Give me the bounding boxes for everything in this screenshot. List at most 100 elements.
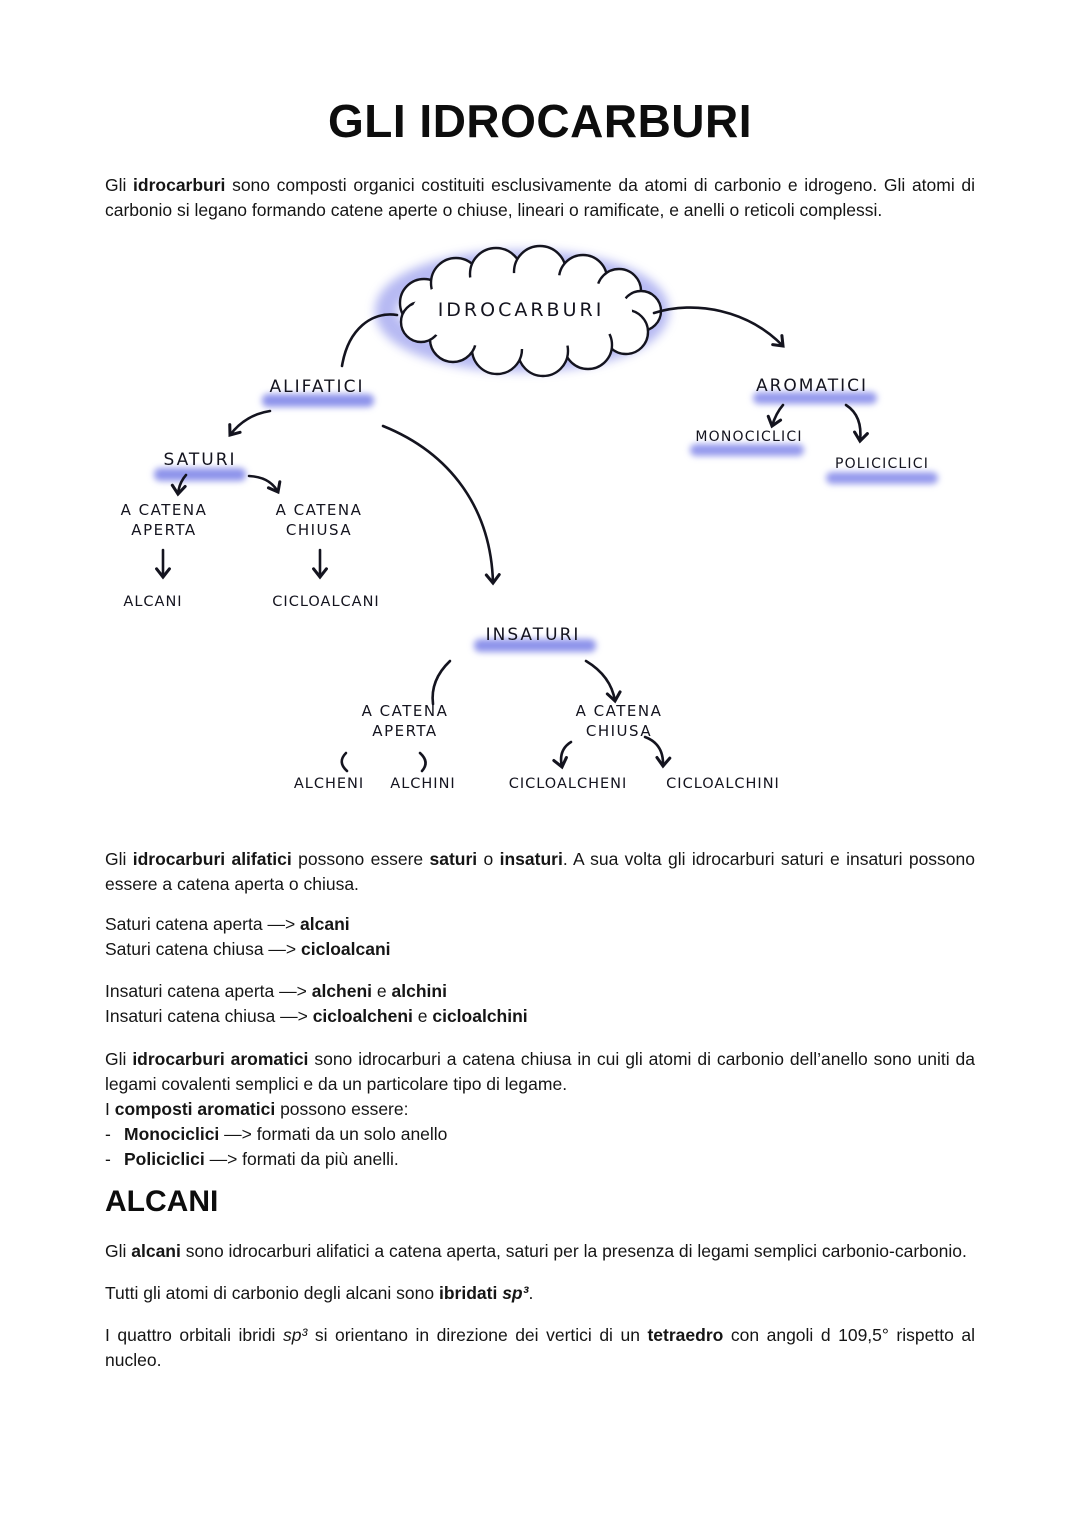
node-policiclici: POLICICLICI (834, 456, 930, 472)
line-cloud-to-alifatici (340, 313, 399, 368)
node-alchini: ALCHINI (390, 776, 456, 792)
composti-aromatici-line: I composti aromatici possono essere: (105, 1097, 975, 1122)
alcani-heading: ALCANI (105, 1185, 219, 1218)
text-segment: sono composti organici costituiti esclus… (105, 175, 975, 220)
text-segment: Saturi catena chiusa —> (105, 939, 302, 959)
text-segment-bold: ibridati (438, 1283, 503, 1303)
alcani-paragraph-3: I quattro orbitali ibridi sp³ si orienta… (105, 1323, 975, 1373)
text-segment: —> formati da più anelli. (204, 1149, 399, 1169)
line-insaturi-to-aperta2 (431, 659, 452, 706)
saturi-mapping-block: Saturi catena aperta —> alcani Saturi ca… (105, 912, 975, 962)
connector-lines (155, 306, 869, 773)
text-segment: sono idrocarburi alifatici a catena aper… (180, 1241, 967, 1261)
bullet-dash: - (105, 1149, 111, 1169)
text-segment-bold: Policiclici (124, 1149, 205, 1169)
insaturi-mapping-block: Insaturi catena aperta —> alcheni e alch… (105, 979, 975, 1029)
insaturi-chiusa-line: Insaturi catena chiusa —> cicloalcheni e… (105, 1004, 975, 1029)
text-segment-bold: alcani (300, 914, 350, 934)
hydrocarbons-concept-map: IDROCARBURI ALIFATICI AROMATICI MONOCICL… (0, 244, 1080, 828)
intro-paragraph: Gli idrocarburi sono composti organici c… (105, 173, 975, 223)
arrow-aromatici-to-policiclici (844, 403, 869, 444)
concept-map-drawing (154, 244, 938, 773)
text-segment: Gli (105, 849, 133, 869)
node-cicloalchini: CICLOALCHINI (666, 776, 780, 792)
text-segment-bold: alchini (391, 981, 447, 1001)
text-segment: . A sua volta gli idrocarburi saturi e i… (105, 849, 975, 894)
bullet-policiclici: - Policiclici —> formati da più anelli. (105, 1147, 975, 1172)
text-segment-bold: insaturi (499, 849, 563, 869)
text-segment-bold: saturi (429, 849, 478, 869)
text-segment: Gli (105, 1241, 132, 1261)
alifatici-paragraph: Gli idrocarburi alifatici possono essere… (105, 847, 975, 897)
arrow-saturi-to-chiusa (247, 474, 282, 495)
line-aperta2-to-alcheni (340, 751, 349, 773)
text-segment: sono idrocarburi a catena chiusa in cui … (105, 1049, 976, 1094)
text-segment-bold: alcani (131, 1241, 181, 1261)
cloud-shape (398, 244, 663, 378)
text-segment-bold: alcheni (311, 981, 373, 1001)
node-alcani: ALCANI (123, 594, 183, 610)
node-insaturi: INSATURI (485, 625, 581, 645)
text-segment: con angoli d 109,5° rispetto al nucleo. (105, 1325, 975, 1370)
node-catena-chiusa-insaturi: A CATENA CHIUSA (575, 702, 663, 740)
saturi-chiusa-line: Saturi catena chiusa —> cicloalcani (105, 937, 975, 962)
node-aromatici: AROMATICI (755, 376, 869, 396)
saturi-aperta-line: Saturi catena aperta —> alcani (105, 912, 975, 937)
bullet-text: Policiclici —> formati da più anelli. (124, 1147, 399, 1172)
text-segment: . (528, 1283, 534, 1303)
node-saturi: SATURI (163, 450, 237, 470)
text-segment-bold: Monociclici (124, 1124, 220, 1144)
text-segment: e (412, 1006, 433, 1026)
text-segment-bold: idrocarburi alifatici (132, 849, 292, 869)
text-segment: Gli (105, 175, 134, 195)
line-aperta2-to-alchini (418, 751, 427, 773)
bullet-dash: - (105, 1124, 111, 1144)
text-segment-bold: idrocarburi aromatici (132, 1049, 309, 1069)
text-segment-bold: cicloalcheni (312, 1006, 413, 1026)
text-segment: Gli (105, 1049, 133, 1069)
text-segment: o (477, 849, 500, 869)
arrow-insaturi-to-chiusa2 (584, 659, 622, 704)
node-idrocarburi: IDROCARBURI (437, 299, 605, 321)
alcani-paragraph-2: Tutti gli atomi di carbonio degli alcani… (105, 1281, 975, 1306)
text-segment-italic: sp³ (282, 1325, 308, 1345)
text-segment: I (105, 1099, 115, 1119)
text-segment: e (372, 981, 392, 1001)
text-segment: —> formati da un solo anello (219, 1124, 448, 1144)
text-segment-bold: idrocarburi (133, 175, 226, 195)
arrow-alifatici-to-saturi (228, 409, 272, 437)
alcani-paragraph-1: Gli alcani sono idrocarburi alifatici a … (105, 1239, 975, 1264)
aromatici-paragraph: Gli idrocarburi aromatici sono idrocarbu… (105, 1047, 975, 1097)
aromatici-block: Gli idrocarburi aromatici sono idrocarbu… (105, 1047, 975, 1172)
text-segment: I quattro orbitali ibridi (105, 1325, 283, 1345)
node-catena-chiusa-saturi: A CATENA CHIUSA (275, 501, 363, 539)
insaturi-aperta-line: Insaturi catena aperta —> alcheni e alch… (105, 979, 975, 1004)
arrow-aromatici-to-monociclici (766, 403, 785, 429)
node-alcheni: ALCHENI (293, 776, 365, 792)
arrow-saturi-to-aperta (170, 473, 188, 497)
arrow-chiusa2-to-cicloalcheni (552, 740, 573, 770)
arrow-cloud-to-aromatici (652, 306, 785, 348)
text-segment: possono essere: (275, 1099, 409, 1119)
page-title: GLI IDROCARBURI (327, 95, 753, 147)
text-segment: si orientano in direzione dei vertici di… (307, 1325, 648, 1345)
bullet-text: Monociclici —> formati da un solo anello (124, 1122, 447, 1147)
node-catena-aperta-saturi: A CATENA APERTA (120, 501, 208, 539)
text-segment: Saturi catena aperta —> (105, 914, 301, 934)
text-segment: possono essere (291, 849, 430, 869)
text-segment-bold: cicloalcani (301, 939, 391, 959)
node-catena-aperta-insaturi: A CATENA APERTA (361, 702, 449, 740)
text-segment: Insaturi catena chiusa —> (105, 1006, 313, 1026)
arrow-chiusa2-to-cicloalchini (643, 735, 672, 769)
highlighter-marks (154, 392, 938, 652)
text-segment: Tutti gli atomi di carbonio degli alcani… (105, 1283, 439, 1303)
node-monociclici: MONOCICLICI (695, 429, 803, 445)
bullet-monociclici: - Monociclici —> formati da un solo anel… (105, 1122, 975, 1147)
text-segment-bold: composti aromatici (114, 1099, 276, 1119)
text-segment: Insaturi catena aperta —> (105, 981, 312, 1001)
node-cicloalcheni: CICLOALCHENI (508, 776, 628, 792)
text-segment-bold-italic: sp³ (502, 1283, 529, 1303)
node-cicloalcani: CICLOALCANI (272, 594, 380, 610)
node-alifatici: ALIFATICI (269, 377, 365, 397)
